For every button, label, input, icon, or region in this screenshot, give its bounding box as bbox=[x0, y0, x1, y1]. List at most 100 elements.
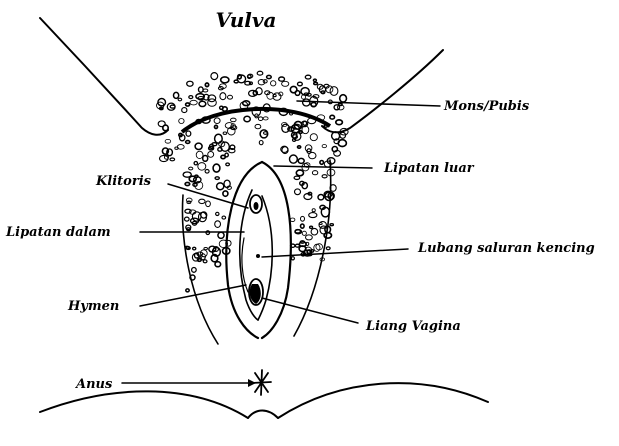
hair-curl bbox=[215, 177, 219, 180]
hair-curl bbox=[218, 232, 224, 238]
urethra-opening bbox=[256, 254, 260, 258]
hair-curl bbox=[179, 119, 184, 124]
vaginal-opening bbox=[249, 279, 263, 305]
hair-curl bbox=[318, 195, 324, 200]
hair-curl bbox=[165, 139, 171, 143]
hair-curl bbox=[205, 170, 209, 174]
hair-curl bbox=[298, 82, 303, 86]
label-vagina: Liang Vagina bbox=[365, 319, 461, 334]
hair-curl bbox=[211, 73, 218, 80]
hair-curl bbox=[259, 141, 263, 145]
hair-curl bbox=[215, 262, 221, 267]
hair-curl bbox=[223, 191, 228, 196]
hair-curl bbox=[326, 247, 330, 250]
hair-curl bbox=[208, 152, 214, 158]
hair-curl bbox=[324, 233, 331, 238]
hair-curl bbox=[231, 118, 237, 122]
hair-curl bbox=[182, 108, 187, 113]
hair-curl bbox=[186, 131, 191, 136]
hair-curl bbox=[220, 106, 224, 109]
hair-curl bbox=[330, 115, 335, 119]
hair-curl bbox=[301, 224, 305, 228]
hair-curl bbox=[223, 132, 227, 134]
label-hymen: Hymen bbox=[67, 299, 119, 314]
hair-curl bbox=[192, 268, 197, 273]
hair-curl bbox=[195, 143, 202, 149]
hair-curl bbox=[303, 99, 310, 106]
hair-curl bbox=[336, 120, 343, 125]
hair-curl bbox=[197, 259, 201, 262]
hair-curl bbox=[170, 105, 175, 108]
hair-curl bbox=[258, 117, 262, 121]
hair-curl bbox=[174, 92, 179, 98]
hair-curl bbox=[314, 244, 320, 251]
hair-curl bbox=[307, 149, 311, 154]
leader-outer-lips bbox=[274, 166, 372, 168]
hair-curl bbox=[311, 228, 318, 235]
hair-curl bbox=[203, 156, 208, 162]
hair-curl bbox=[187, 81, 193, 86]
hair-curl bbox=[264, 132, 268, 135]
hair-curl bbox=[189, 167, 193, 170]
hair-curl bbox=[263, 117, 268, 120]
hair-curl bbox=[199, 199, 205, 203]
hair-curl bbox=[309, 213, 317, 218]
hair-curl bbox=[186, 141, 190, 144]
hair-curl bbox=[204, 248, 208, 250]
hair-curl bbox=[296, 170, 303, 176]
hair-curl bbox=[330, 87, 338, 96]
hair-curl bbox=[185, 209, 191, 213]
leader-urethra bbox=[262, 249, 408, 257]
hair-curl bbox=[214, 118, 220, 124]
hair-curl bbox=[185, 217, 190, 221]
hair-curl bbox=[301, 216, 305, 221]
hair-curl bbox=[295, 244, 299, 247]
hair-curl bbox=[189, 96, 193, 99]
hair-curl bbox=[257, 71, 263, 75]
hair-curl bbox=[310, 134, 317, 141]
hair-curl bbox=[190, 100, 197, 105]
hair-curl bbox=[244, 116, 250, 121]
hair-curl bbox=[198, 163, 206, 171]
label-urethra: Lubang saluran kencing bbox=[417, 241, 595, 256]
hair-curl bbox=[310, 226, 313, 228]
hair-curl bbox=[217, 183, 224, 190]
hair-curl bbox=[205, 83, 208, 87]
hair-curl bbox=[290, 155, 298, 163]
hair-curl bbox=[234, 80, 238, 83]
hair-curl bbox=[186, 289, 189, 292]
hair-curl bbox=[305, 75, 311, 79]
hair-curl bbox=[312, 171, 317, 175]
label-outer-lips: Lipatan luar bbox=[383, 161, 475, 176]
leader-mons bbox=[297, 101, 440, 106]
hair-curl bbox=[199, 101, 206, 106]
hair-curl bbox=[314, 82, 318, 84]
hair-curl bbox=[320, 161, 324, 165]
hair-curl bbox=[225, 153, 228, 157]
hair-curl bbox=[340, 95, 347, 102]
hair-curl bbox=[192, 212, 201, 221]
hair-curl bbox=[206, 201, 211, 207]
hair-curl bbox=[279, 77, 285, 81]
hair-curl bbox=[230, 145, 235, 149]
hair-curl bbox=[271, 81, 276, 86]
hair-curl bbox=[183, 172, 191, 177]
hair-curl bbox=[322, 175, 327, 178]
hair-curl bbox=[295, 189, 301, 195]
hair-curl bbox=[221, 77, 229, 83]
outer-lips bbox=[226, 162, 290, 338]
hair-curl bbox=[193, 247, 196, 250]
hair-curl bbox=[312, 209, 315, 212]
hair-curl bbox=[167, 103, 175, 110]
label-mons: Mons/Pubis bbox=[443, 99, 530, 114]
label-clitoris: Klitoris bbox=[95, 174, 152, 189]
hair-curl bbox=[222, 216, 226, 219]
hair-curl bbox=[248, 75, 252, 79]
hair-curl bbox=[178, 98, 182, 101]
hair-curl bbox=[226, 163, 230, 166]
hair-curl bbox=[158, 121, 165, 127]
hair-curl bbox=[170, 158, 175, 161]
hair-curl bbox=[302, 231, 306, 235]
hair-curl bbox=[216, 212, 219, 215]
hair-curl bbox=[160, 155, 169, 161]
